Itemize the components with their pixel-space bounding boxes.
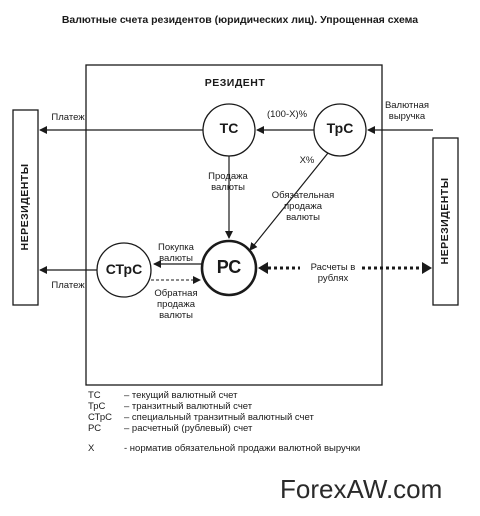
- resident-label: РЕЗИДЕНТ: [204, 77, 266, 89]
- resident-box: [85, 64, 383, 386]
- label-fx-proceeds-2: выручка: [388, 111, 426, 122]
- arrow-settlements-left-head: [258, 262, 268, 274]
- label-mandatory-2: продажа: [284, 201, 322, 212]
- label-settlements-1: Расчеты в: [310, 262, 356, 273]
- label-reverse-3: валюты: [159, 310, 193, 321]
- legend-desc: – текущий валютный счет: [124, 390, 238, 401]
- node-rc-label: РС: [216, 257, 242, 277]
- label-purchase-1: Покупка: [158, 242, 194, 253]
- legend-desc: – расчетный (рублевый) счет: [124, 423, 253, 434]
- legend-abbr: РС: [88, 423, 102, 434]
- nonresident-left-bar: [12, 109, 39, 306]
- node-strc-label: СТрС: [105, 261, 143, 277]
- label-payment-bottom: Платеж: [51, 280, 85, 291]
- label-100x-percent: (100-X)%: [266, 109, 308, 120]
- label-sale-1: Продажа: [208, 171, 248, 182]
- label-fx-proceeds-1: Валютная: [384, 100, 430, 111]
- legend-abbr: X: [88, 443, 95, 454]
- label-sale-2: валюты: [211, 182, 245, 193]
- label-mandatory-1: Обязательная: [271, 190, 335, 201]
- label-payment-top: Платеж: [51, 112, 85, 123]
- legend-abbr: ТС: [88, 390, 101, 401]
- nonresident-right-bar: [432, 137, 459, 306]
- legend-abbr: СТрС: [88, 412, 112, 423]
- node-tc-label: ТС: [219, 120, 239, 136]
- node-trc-label: ТрС: [326, 120, 354, 136]
- nonresident-right-label: НЕРЕЗИДЕНТЫ: [439, 177, 451, 265]
- watermark-text: ForexAW.com: [280, 474, 443, 504]
- label-settlements-2: рублях: [317, 273, 349, 284]
- arrow-mandatory-sale: [249, 152, 329, 251]
- diagram-title: Валютные счета резидентов (юридических л…: [61, 14, 419, 26]
- legend-abbr: ТрС: [88, 401, 106, 412]
- arrow-settlements-right-head: [422, 262, 432, 274]
- label-x-percent: X%: [299, 155, 315, 166]
- label-mandatory-3: валюты: [286, 212, 320, 223]
- legend-desc: – транзитный валютный счет: [124, 401, 253, 412]
- nonresident-left-label: НЕРЕЗИДЕНТЫ: [19, 163, 31, 251]
- legend-desc: - норматив обязательной продажи валютной…: [124, 443, 361, 454]
- label-reverse-2: продажа: [157, 299, 195, 310]
- label-purchase-2: валюты: [159, 253, 193, 264]
- legend-desc: – специальный транзитный валютный счет: [124, 412, 314, 423]
- node-rc-circle: [200, 239, 258, 297]
- label-reverse-1: Обратная: [154, 288, 198, 299]
